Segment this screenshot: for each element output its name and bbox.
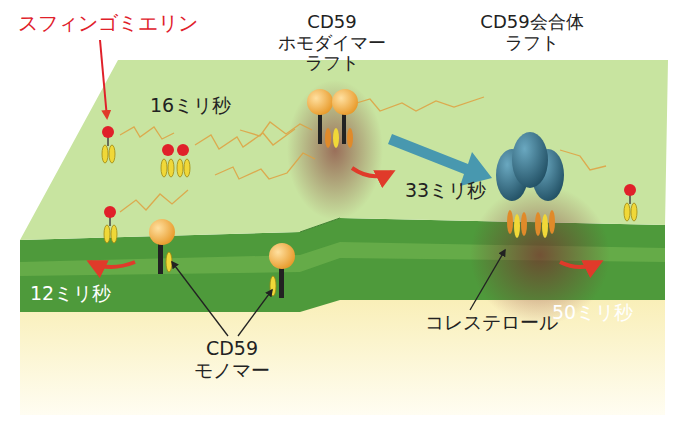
time-label: 16ミリ秒 [150, 95, 231, 117]
cd59-homodimer [307, 89, 358, 148]
time-label: 50ミリ秒 [552, 302, 633, 324]
molecule-name: コレステロール [425, 312, 558, 334]
time-label: 33ミリ秒 [405, 180, 486, 202]
cd59-monomer [149, 219, 295, 298]
raft-name: CD59 ホモダイマー ラフト [278, 12, 386, 74]
time-label: 12ミリ秒 [30, 283, 111, 305]
raft-name: CD59会合体 ラフト [480, 12, 583, 53]
sphingomyelin [102, 126, 637, 243]
molecule-name: スフィンゴミエリン [18, 12, 198, 35]
molecule-name: CD59 モノマー [194, 338, 270, 382]
cd59-aggregate [496, 132, 564, 238]
